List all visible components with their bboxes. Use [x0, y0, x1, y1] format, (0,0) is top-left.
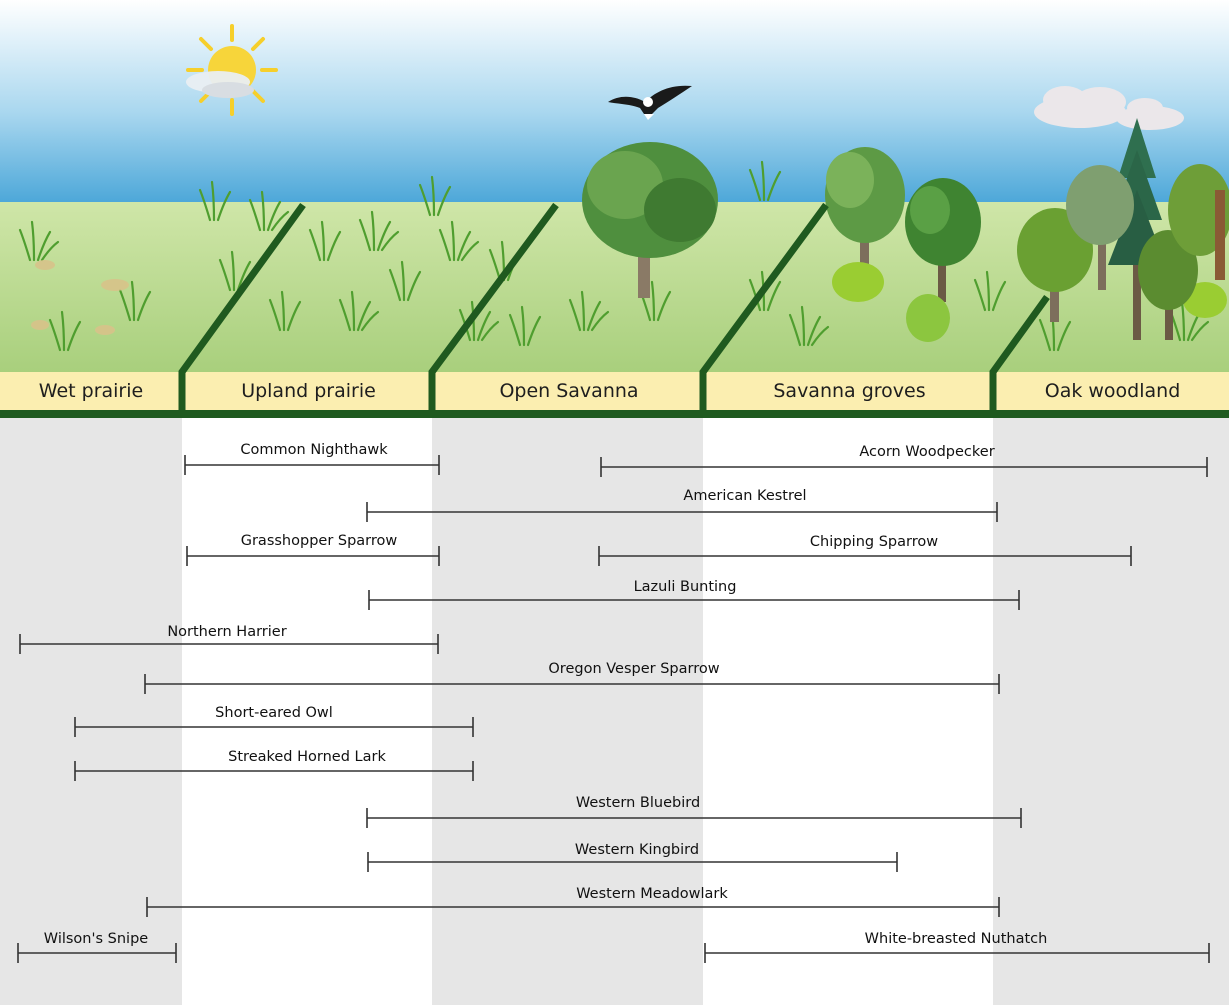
range-bar-streaked-horned-lark — [74, 761, 474, 781]
oak-tree-icon — [1017, 164, 1229, 340]
habitat-baseline — [0, 410, 1229, 418]
cloud-icon — [1034, 86, 1184, 130]
shrub-icon — [832, 262, 1227, 342]
sedge-icon — [31, 260, 129, 335]
species-label-short-eared-owl: Short-eared Owl — [215, 705, 333, 721]
species-label-western-kingbird: Western Kingbird — [574, 842, 700, 858]
species-range-bars — [17, 455, 1210, 963]
species-label-northern-harrier: Northern Harrier — [167, 624, 287, 640]
range-bar-common-nighthawk — [184, 455, 440, 475]
habitat-label-band — [0, 372, 1229, 410]
species-label-common-nighthawk: Common Nighthawk — [240, 442, 388, 458]
range-bar-lazuli-bunting — [368, 590, 1020, 610]
species-label-chipping-sparrow: Chipping Sparrow — [809, 534, 939, 550]
species-label-streaked-horned-lark: Streaked Horned Lark — [228, 749, 386, 765]
range-bar-american-kestrel — [366, 502, 998, 522]
range-bar-western-bluebird — [366, 808, 1022, 828]
sun-icon — [186, 24, 278, 116]
habitat-columns — [0, 418, 1229, 1005]
grass-tuft-icon — [18, 160, 1210, 352]
species-label-western-meadowlark: Western Meadowlark — [576, 886, 728, 902]
species-label-lazuli-bunting: Lazuli Bunting — [633, 579, 737, 595]
oak-tree-icon — [905, 178, 981, 302]
species-label-oregon-vesper-sparrow: Oregon Vesper Sparrow — [548, 661, 720, 677]
habitat-label-wet-prairie: Wet prairie — [38, 380, 144, 402]
species-label-american-kestrel: American Kestrel — [683, 488, 807, 504]
oak-tree-icon — [582, 142, 718, 298]
range-bar-western-meadowlark — [146, 897, 1000, 917]
range-bar-wilson-s-snipe — [17, 943, 177, 963]
habitat-label-savanna-groves: Savanna groves — [773, 380, 926, 402]
range-bar-western-kingbird — [367, 852, 898, 872]
habitat-label-open-savanna: Open Savanna — [499, 380, 639, 402]
range-bar-chipping-sparrow — [598, 546, 1132, 566]
range-bar-northern-harrier — [19, 634, 439, 654]
range-bar-short-eared-owl — [74, 717, 474, 737]
species-label-acorn-woodpecker: Acorn Woodpecker — [859, 444, 995, 460]
species-label-wilsons-snipe: Wilson's Snipe — [43, 931, 149, 947]
species-label-white-breasted-nuthatch: White-breasted Nuthatch — [864, 931, 1048, 947]
range-bar-acorn-woodpecker — [600, 457, 1208, 477]
habitat-label-upland-prairie: Upland prairie — [241, 380, 376, 402]
habitat-dividers — [178, 202, 1050, 414]
species-label-western-bluebird: Western Bluebird — [575, 795, 701, 811]
oak-tree-icon — [825, 147, 905, 280]
habitat-label-oak-woodland: Oak woodland — [1044, 380, 1181, 402]
range-bar-white-breasted-nuthatch — [704, 943, 1210, 963]
eagle-icon — [608, 85, 692, 120]
range-bar-grasshopper-sparrow — [186, 546, 440, 566]
range-bar-oregon-vesper-sparrow — [144, 674, 1000, 694]
species-label-grasshopper-sparrow: Grasshopper Sparrow — [240, 533, 398, 549]
